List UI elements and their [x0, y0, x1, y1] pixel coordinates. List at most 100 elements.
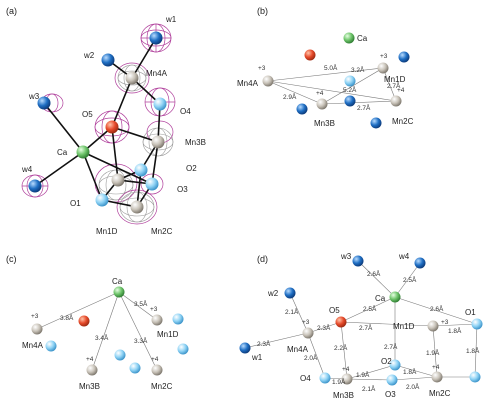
calcium: [343, 32, 355, 44]
label-ca: Ca: [57, 148, 68, 157]
oxygen-atom: [296, 103, 308, 115]
dist-w2-mn4a: 2.1Å: [285, 307, 299, 316]
panel-d-letter: (d): [257, 254, 268, 264]
mesh-mn2c: [116, 189, 158, 225]
label-ca: Ca: [375, 294, 386, 303]
label-mn1d: Mn1D: [393, 322, 415, 331]
dist-mn1d-o1: 1.8Å: [448, 326, 462, 335]
label-mn2c: Mn2C: [151, 227, 173, 236]
dist-ca-mn1d: 3.5Å: [134, 299, 148, 308]
atoms-c: [31, 286, 189, 376]
mn-2c: [151, 364, 163, 376]
oxygen-atom: [344, 75, 356, 87]
label-w3: w3: [28, 92, 40, 101]
label-w1: w1: [165, 15, 177, 24]
label-w2: w2: [267, 289, 279, 298]
ox-mn2c: +4: [151, 356, 159, 363]
label-mn2c: Mn2C: [151, 382, 173, 391]
mn-1d: [151, 314, 163, 326]
oxygen-atom: [398, 51, 410, 63]
label-mn4a: Mn4A: [22, 341, 44, 350]
label-mn1d: Mn1D: [157, 330, 179, 339]
oxygen-atom: [177, 343, 189, 355]
oxygen-atom: [114, 349, 126, 361]
labels-b: Ca Mn4A Mn1D Mn3B Mn2C +3 +3 +4 +4 5.0Å …: [237, 34, 414, 128]
dist-o1-mn2c: 1.8Å: [466, 346, 480, 355]
labels-a: w1 w2 Mn4A w3 O5 O4 Ca Mn3B O2 w4 O3 O1 …: [21, 15, 206, 236]
label-o5: O5: [329, 306, 340, 315]
label-mn3b: Mn3B: [185, 138, 206, 147]
mn-3b: [86, 364, 98, 376]
lines-c: [36, 291, 158, 371]
oxygen-o5: [78, 315, 90, 327]
dist-w4-ca: 2.5Å: [403, 275, 417, 284]
atoms-a: [28, 31, 167, 214]
dist-o5-mn1d: 2.7Å: [359, 323, 373, 332]
oxygen-atom: [469, 371, 481, 383]
mn-1d: [377, 62, 389, 74]
dist-o3-mn2c: 2.0Å: [406, 382, 420, 391]
water-w3: [352, 255, 364, 267]
dist-mn3b-o2: 1.9Å: [356, 370, 370, 379]
dist-mn1d-mn2c: 1.9Å: [426, 348, 440, 357]
labels-c: Ca Mn4A Mn1D Mn3B Mn2C +3 +3 +4 +4 3.8Å …: [22, 277, 179, 391]
water-w2: [284, 287, 296, 299]
mn-4a: [125, 71, 139, 85]
label-mn4a: Mn4A: [237, 79, 259, 88]
label-w4: w4: [398, 252, 410, 261]
water-w1: [149, 31, 163, 45]
dist-mn4a-mn3b: 2.9Å: [283, 92, 297, 101]
water-w3: [37, 96, 51, 110]
oxygen-o3: [386, 374, 398, 386]
oxygen-o5: [105, 120, 119, 134]
oxygen-o2: [134, 163, 148, 177]
atoms-d: [239, 255, 483, 386]
water-w1: [239, 342, 251, 354]
atoms-b: [262, 32, 410, 129]
labels-d: w3 w4 w2 Ca O5 Mn1D O1 Mn4A w1 O2 O4 Mn3…: [251, 252, 480, 400]
oxygen-atom: [370, 117, 382, 129]
label-w4: w4: [21, 165, 33, 174]
panel-b-letter: (b): [257, 6, 268, 16]
dist-mn4a-mn1d: 5.0Å: [324, 63, 338, 72]
mesh-o5: [94, 110, 130, 144]
calcium: [113, 286, 125, 298]
oxygen-o1: [95, 193, 109, 207]
dist-mn4a-o5: 2.3Å: [317, 323, 331, 332]
ox-mn4a: +3: [302, 319, 310, 326]
oxygen-atom: [45, 340, 57, 352]
lines-d: [244, 260, 478, 381]
panel-a: (a): [6, 6, 206, 236]
panel-c-letter: (c): [6, 254, 17, 264]
label-mn1d: Mn1D: [96, 227, 118, 236]
ox-mn1d: +3: [150, 306, 158, 313]
mn-3b: [341, 373, 353, 385]
label-o1: O1: [465, 308, 476, 317]
ox-mn3b: +4: [316, 90, 324, 97]
ox-mn2c: +4: [397, 87, 405, 94]
oxygen-o1: [471, 318, 483, 330]
label-o5: O5: [82, 110, 93, 119]
label-w1: w1: [251, 353, 263, 362]
mn-2c: [130, 200, 144, 214]
dist-ca-o5: 2.5Å: [363, 304, 377, 313]
oxygen-atom: [344, 95, 356, 107]
calcium: [76, 145, 90, 159]
oxygen-o5: [335, 316, 347, 328]
mn-1d: [427, 320, 439, 332]
ox-mn4a: +3: [258, 65, 266, 72]
panel-a-letter: (a): [6, 6, 17, 16]
water-w4: [414, 257, 426, 269]
calcium: [389, 291, 401, 303]
label-w2: w2: [83, 51, 95, 60]
label-mn3b: Mn3B: [79, 382, 100, 391]
label-mn3b: Mn3B: [314, 119, 335, 128]
label-mn1d: Mn1D: [384, 75, 406, 84]
mn-2c: [390, 95, 402, 107]
dist-w1-mn4a: 2.3Å: [257, 339, 271, 348]
dist-mn1d-mn3b: 3.2Å: [351, 65, 365, 74]
label-o4: O4: [300, 374, 311, 383]
label-o2: O2: [186, 164, 197, 173]
water-w4: [28, 179, 42, 193]
